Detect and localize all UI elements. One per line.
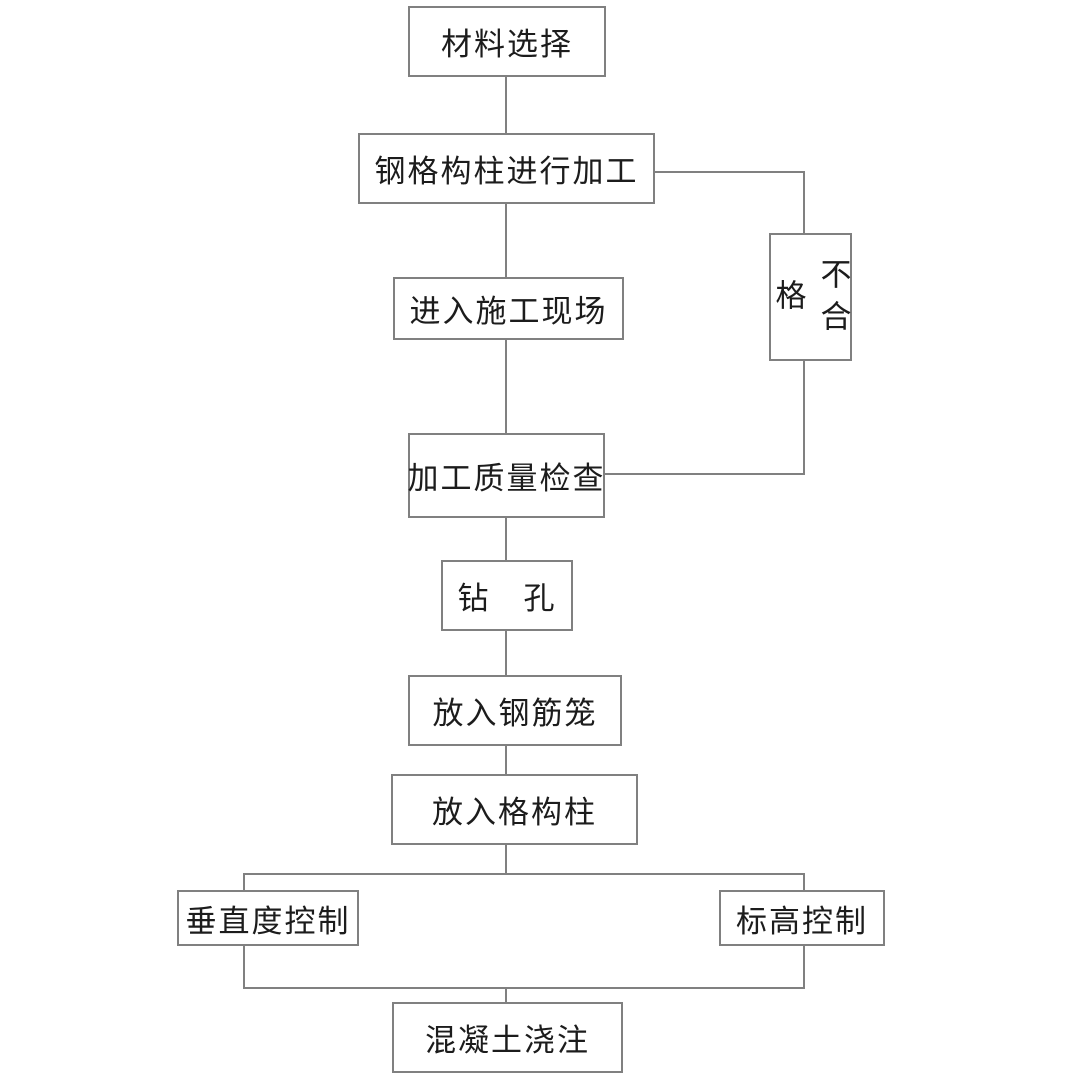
node-unqualified: 不合格 — [769, 233, 852, 361]
connector-material-to-processing — [505, 77, 507, 133]
connector-drilling-to-cage — [505, 631, 507, 675]
connector-verticality-to-merge — [243, 946, 245, 989]
node-enter-site: 进入施工现场 — [393, 277, 624, 340]
connector-processing-to-unqualified-h — [655, 171, 805, 173]
node-concrete-pouring: 混凝土浇注 — [392, 1002, 623, 1073]
connector-processing-to-unqualified-v — [803, 171, 805, 233]
connector-column-to-branch — [505, 845, 507, 875]
connector-merge-to-pouring — [505, 987, 507, 1002]
connector-inspection-to-drilling — [505, 518, 507, 560]
node-material-selection: 材料选择 — [408, 6, 606, 77]
node-steel-column-processing: 钢格构柱进行加工 — [358, 133, 655, 204]
branch-split-line — [243, 873, 805, 875]
node-place-rebar-cage: 放入钢筋笼 — [408, 675, 622, 746]
node-place-lattice-column: 放入格构柱 — [391, 774, 638, 845]
connector-branch-to-verticality — [243, 873, 245, 890]
node-verticality-control: 垂直度控制 — [177, 890, 359, 946]
node-drilling: 钻 孔 — [441, 560, 573, 631]
node-quality-inspection: 加工质量检查 — [408, 433, 605, 518]
connector-site-to-inspection — [505, 340, 507, 433]
branch-merge-line — [243, 987, 805, 989]
connector-unqualified-to-inspection-v — [803, 361, 805, 475]
connector-unqualified-to-inspection-h — [605, 473, 805, 475]
connector-cage-to-column — [505, 746, 507, 774]
connector-elevation-to-merge — [803, 946, 805, 989]
node-elevation-control: 标高控制 — [719, 890, 885, 946]
connector-processing-to-site — [505, 204, 507, 277]
connector-branch-to-elevation — [803, 873, 805, 890]
